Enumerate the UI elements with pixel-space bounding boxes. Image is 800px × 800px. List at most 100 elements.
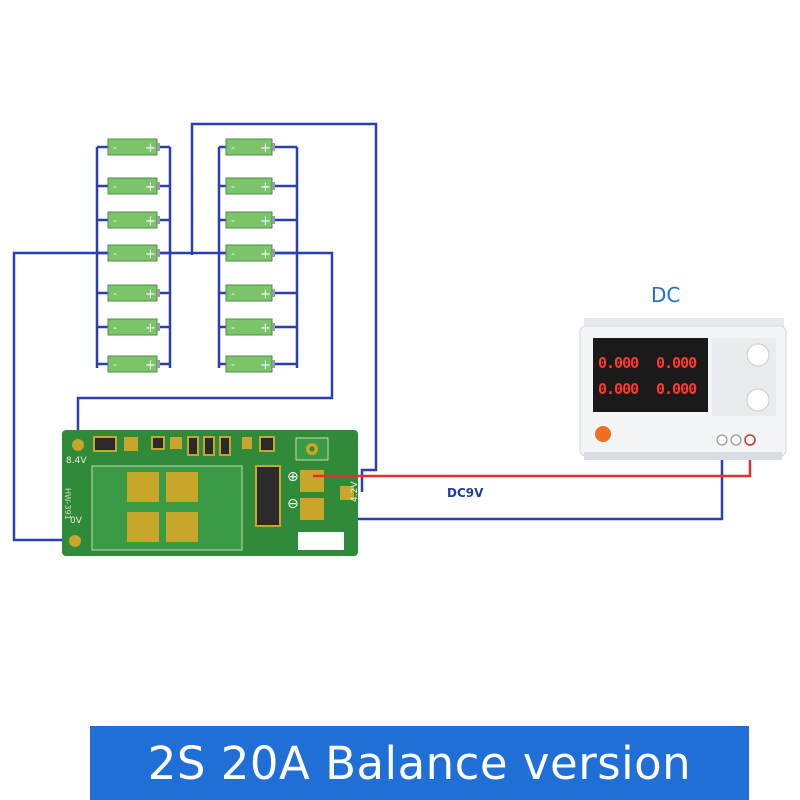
power-button [595, 426, 611, 442]
battery-cell: -+ [107, 138, 160, 156]
balance-pad [340, 486, 354, 500]
battery-cell-cap [157, 216, 160, 224]
title-banner: 2S 20A Balance version [90, 726, 749, 800]
left-battery-group: -+-+-+-+-+-+-+ [107, 138, 160, 373]
supply-bottom-shadow [584, 452, 782, 460]
resistor-array [255, 465, 281, 527]
mosfet-pad [166, 472, 198, 502]
battery-pos-label: + [260, 214, 271, 229]
battery-pos-label: + [145, 247, 156, 262]
pcb-plus-mark: ⊕ [287, 469, 299, 485]
battery-pos-label: + [260, 180, 271, 195]
battery-pos-label: + [145, 214, 156, 229]
battery-neg-label: - [113, 287, 117, 300]
smd-component [124, 437, 138, 451]
top-loop-wire [190, 122, 378, 492]
battery-cell-cap [157, 323, 160, 331]
protection-board: ⊕ ⊖ [62, 430, 358, 556]
battery-cell: -+ [107, 211, 160, 229]
mosfet-pad [127, 472, 159, 502]
battery-cell-cap [272, 182, 275, 190]
battery-cell-cap [272, 216, 275, 224]
battery-cell-cap [157, 249, 160, 257]
smd-component [203, 436, 215, 456]
positive-terminal [744, 434, 756, 446]
battery-pos-label: + [260, 358, 271, 373]
b-plus-pad [300, 470, 324, 492]
battery-pos-label: + [145, 141, 156, 156]
battery-cell: -+ [225, 318, 275, 336]
battery-neg-label: - [231, 141, 235, 154]
battery-neg-label: - [231, 214, 235, 227]
battery-cell-cap [272, 360, 275, 368]
battery-pos-label: + [145, 358, 156, 373]
battery-cell: -+ [225, 284, 275, 302]
battery-pos-label: + [145, 287, 156, 302]
blue-wires [12, 122, 724, 542]
battery-cell: -+ [225, 211, 275, 229]
dc9v-label: DC9V [447, 486, 484, 500]
series-link-wire [12, 251, 334, 508]
supply-display [593, 338, 708, 412]
terminal-hole-center [309, 446, 315, 452]
negative-terminal [716, 434, 728, 446]
battery-cell-cap [157, 143, 160, 151]
battery-pos-label: + [260, 141, 271, 156]
battery-cell: -+ [225, 177, 275, 195]
battery-neg-label: - [113, 321, 117, 334]
right-group-taps [219, 145, 297, 366]
right-battery-group: -+-+-+-+-+-+-+ [225, 138, 275, 373]
ground-terminal [730, 434, 742, 446]
smd-component [93, 436, 117, 452]
page-title: 2S 20A Balance version [147, 736, 692, 790]
battery-pos-label: + [260, 321, 271, 336]
battery-cell-cap [272, 323, 275, 331]
mosfet-pad [127, 512, 159, 542]
battery-pos-label: + [145, 321, 156, 336]
battery-cell-cap [157, 360, 160, 368]
battery-cell: -+ [225, 355, 275, 373]
smd-component [151, 436, 165, 450]
battery-pos-label: + [260, 287, 271, 302]
battery-neg-label: - [113, 247, 117, 260]
battery-cell: -+ [107, 355, 160, 373]
battery-cell: -+ [107, 284, 160, 302]
supply-knob [746, 388, 770, 412]
battery-neg-label: - [231, 247, 235, 260]
dc-label: DC [651, 283, 681, 307]
pcb-label-8v4: 8.4V [66, 456, 87, 466]
battery-cell-cap [272, 289, 275, 297]
display-readout-2: 0.000 [656, 354, 697, 372]
battery-cell: -+ [225, 244, 275, 262]
mosfet-pad [166, 512, 198, 542]
battery-cell: -+ [107, 177, 160, 195]
zero-volt-wire [12, 508, 73, 542]
battery-cell-cap [272, 143, 275, 151]
smd-component [219, 436, 231, 456]
battery-neg-label: - [231, 287, 235, 300]
supply-knob [746, 343, 770, 367]
battery-cell-cap [157, 289, 160, 297]
smd-component [242, 437, 252, 449]
battery-cell: -+ [107, 244, 160, 262]
smd-component [170, 437, 182, 449]
battery-neg-label: - [113, 214, 117, 227]
battery-neg-label: - [231, 180, 235, 193]
battery-neg-label: - [113, 180, 117, 193]
battery-cell: -+ [225, 138, 275, 156]
battery-cell: -+ [107, 318, 160, 336]
battery-pos-label: + [260, 247, 271, 262]
pcb-label-model: HW-391 [63, 488, 72, 520]
left-group-taps [97, 145, 170, 366]
battery-cell-cap [157, 182, 160, 190]
smd-component [187, 436, 199, 456]
pad-0v [69, 535, 81, 547]
battery-neg-label: - [113, 358, 117, 371]
pcb-white-label [298, 532, 344, 550]
battery-cell-cap [272, 249, 275, 257]
battery-neg-label: - [231, 358, 235, 371]
pcb-minus-mark: ⊖ [287, 496, 299, 512]
pcb-label-42v: 4.2V [350, 481, 360, 502]
